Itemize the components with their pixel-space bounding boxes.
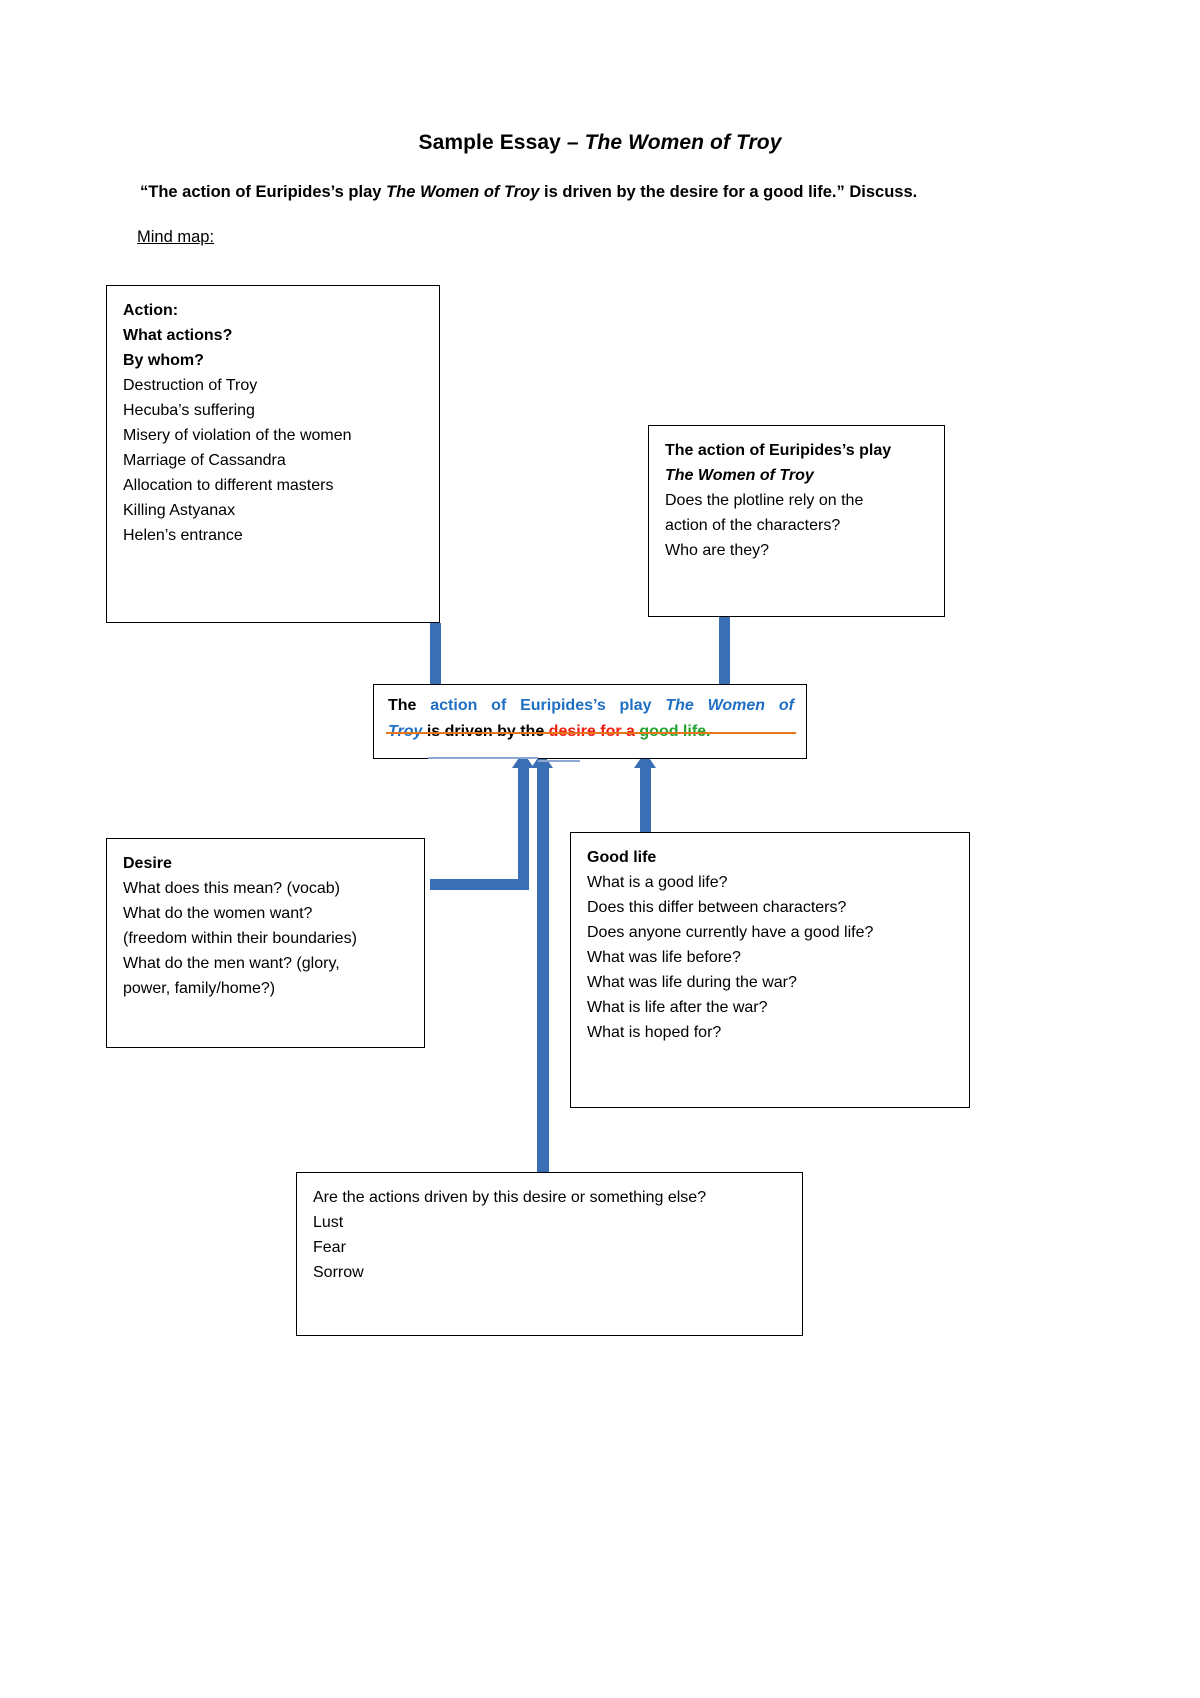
mindmap-label: Mind map: xyxy=(137,228,215,246)
thesis-seg-of: of xyxy=(491,697,507,714)
goodlife-line-2: Does anyone currently have a good life? xyxy=(587,924,874,941)
goodlife-line-3: What was life before? xyxy=(587,949,741,966)
thesis-seg-goodlife: good life. xyxy=(639,723,710,740)
goodlife-line-0: What is a good life? xyxy=(587,874,728,891)
page-title-italic: The Women of Troy xyxy=(584,131,782,154)
bottom-line-0: Are the actions driven by this desire or… xyxy=(313,1189,707,1206)
prompt-title-italic: The Women of Troy xyxy=(386,183,540,201)
desire-line-0: What does this mean? (vocab) xyxy=(123,880,340,897)
action-line-5: Misery of violation of the women xyxy=(123,427,352,444)
thesis-seg-isdriven: is driven by the xyxy=(427,723,544,740)
thesis-seg-the-italic: The xyxy=(665,697,694,714)
thesis-seg-of-italic: of xyxy=(778,697,794,714)
plot-line-0: Does the plotline rely on the xyxy=(665,492,864,509)
goodlife-line-5: What is life after the war? xyxy=(587,999,768,1016)
desire-heading: Desire xyxy=(123,855,172,872)
action-line-4: Hecuba’s suffering xyxy=(123,402,255,419)
prompt-part-2: is driven by the desire for a good life.… xyxy=(539,183,918,201)
thesis-seg-women-italic: Women xyxy=(707,697,766,714)
page-title: Sample Essay – The Women of Troy xyxy=(0,131,1200,155)
action-line-6: Marriage of Cassandra xyxy=(123,452,286,469)
goodlife-line-6: What is hoped for? xyxy=(587,1024,722,1041)
page-title-plain: Sample Essay – xyxy=(418,131,585,154)
mindmap-box-desire: Desire What does this mean? (vocab) What… xyxy=(106,838,425,1048)
thesis-seg-play: play xyxy=(619,697,652,714)
action-line-0: Action: xyxy=(123,302,179,319)
thesis-seg-desire: desire for a xyxy=(549,723,635,740)
plot-line-2: Who are they? xyxy=(665,542,770,559)
action-line-8: Killing Astyanax xyxy=(123,502,236,519)
desire-line-3: What do the men want? (glory, xyxy=(123,955,340,972)
strikethrough-line xyxy=(386,732,796,734)
mindmap-box-plot-question: The action of Euripides’s play The Women… xyxy=(648,425,945,617)
connector-plot-to-thesis-shaft xyxy=(719,617,730,696)
essay-prompt: “The action of Euripides’s play The Wome… xyxy=(140,183,1100,202)
connector-goodlife-to-thesis-shaft xyxy=(640,760,651,835)
thesis-seg-troy-italic: Troy xyxy=(388,723,422,740)
desire-line-1: What do the women want? xyxy=(123,905,313,922)
thesis-seg-the: The xyxy=(388,697,417,714)
desire-line-2: (freedom within their boundaries) xyxy=(123,930,357,947)
mindmap-box-action: Action: What actions? By whom? Destructi… xyxy=(106,285,440,623)
plot-line-1: action of the characters? xyxy=(665,517,841,534)
mindmap-box-driving-force: Are the actions driven by this desire or… xyxy=(296,1172,803,1336)
prompt-part-1: “The action of Euripides’s play xyxy=(140,183,387,201)
goodlife-heading: Good life xyxy=(587,849,657,866)
goodlife-line-4: What was life during the war? xyxy=(587,974,797,991)
action-line-9: Helen’s entrance xyxy=(123,527,243,544)
action-line-2: By whom? xyxy=(123,352,204,369)
connector-desire-to-thesis-shaft xyxy=(518,760,529,890)
bottom-line-1: Lust xyxy=(313,1214,344,1231)
desire-line-4: power, family/home?) xyxy=(123,980,276,997)
thesis-seg-action: action xyxy=(430,697,478,714)
bottom-line-3: Sorrow xyxy=(313,1264,364,1281)
thesis-line-2: Troy is driven by the desire for a good … xyxy=(386,719,796,745)
connector-action-to-thesis-shaft xyxy=(430,623,441,696)
thesis-seg-euripides: Euripides’s xyxy=(520,697,606,714)
goodlife-line-1: Does this differ between characters? xyxy=(587,899,847,916)
action-line-7: Allocation to different masters xyxy=(123,477,334,494)
plot-heading-italic: The Women of Troy xyxy=(665,467,814,484)
thesis-underline-left xyxy=(428,757,538,759)
plot-heading-plain: The action of Euripides’s play xyxy=(665,442,892,459)
bottom-line-2: Fear xyxy=(313,1239,346,1256)
thesis-line-1: The action of Euripides’s play The Women… xyxy=(388,693,794,719)
mindmap-box-good-life: Good life What is a good life? Does this… xyxy=(570,832,970,1108)
thesis-underline-right xyxy=(538,760,580,762)
mindmap-box-thesis: The action of Euripides’s play The Women… xyxy=(373,684,807,759)
connector-bottom-to-thesis-shaft xyxy=(537,760,549,1180)
action-line-3: Destruction of Troy xyxy=(123,377,258,394)
connector-desire-to-thesis-horizontal xyxy=(430,879,525,890)
action-line-1: What actions? xyxy=(123,327,233,344)
